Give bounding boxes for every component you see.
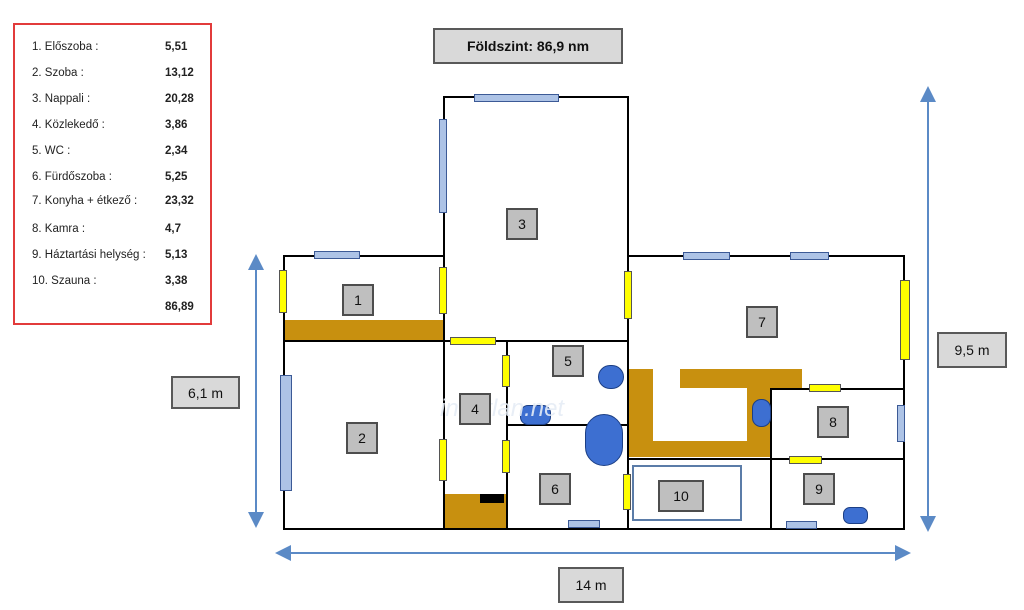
depth-right-label: 9,5 m [937,332,1007,368]
room-number-4: 4 [459,393,491,425]
legend-label: 4. Közlekedő : [32,119,105,131]
room-number-5: 5 [552,345,584,377]
kitchen-counter [629,441,770,457]
door [279,270,287,313]
legend-row: 9. Háztartási helység : 5,13 [15,249,210,267]
legend-label: 7. Konyha + étkező : [32,195,138,207]
legend-label: 6. Fürdőszoba : [32,171,112,183]
legend-row: 10. Szauna : 3,38 [15,275,210,293]
room-number-8: 8 [817,406,849,438]
room-9-walls [770,458,905,530]
legend-row: 5. WC : 2,34 [15,145,210,163]
legend-label: 2. Szoba : [32,67,84,79]
window [439,119,447,213]
door [900,280,910,360]
area-legend: 1. Előszoba : 5,51 2. Szoba : 13,12 3. N… [13,23,212,325]
legend-row: 1. Előszoba : 5,51 [15,41,210,59]
window [314,251,360,259]
legend-row: 3. Nappali : 20,28 [15,93,210,111]
legend-label: 5. WC : [32,145,71,157]
door [789,456,822,464]
legend-value: 3,86 [165,119,188,131]
door [624,271,632,319]
window [474,94,559,102]
door [439,439,447,481]
door [809,384,841,392]
legend-total: 86,89 [165,301,194,313]
window [786,521,817,529]
legend-value: 13,12 [165,67,194,79]
window [568,520,600,528]
width-label: 14 m [558,567,624,603]
legend-label: 8. Kamra : [32,223,86,235]
legend-row: 4. Közlekedő : 3,86 [15,119,210,137]
shower-fixture [585,414,623,466]
legend-value: 4,7 [165,223,181,235]
window [683,252,730,260]
legend-value: 5,51 [165,41,188,53]
window [790,252,829,260]
legend-label: 3. Nappali : [32,93,91,105]
legend-row: 6. Fürdőszoba : 5,25 [15,171,210,189]
room-number-6: 6 [539,473,571,505]
room-number-7: 7 [746,306,778,338]
door [450,337,496,345]
door [439,267,447,314]
door [502,355,510,387]
legend-value: 3,38 [165,275,188,287]
legend-row: 8. Kamra : 4,7 [15,223,210,241]
legend-label: 1. Előszoba : [32,41,99,53]
legend-label: 9. Háztartási helység : [32,249,146,261]
legend-row: 7. Konyha + étkező : 23,32 [15,195,210,213]
depth-left-label: 6,1 m [171,376,240,409]
stairs-edge [480,494,504,503]
legend-row: 2. Szoba : 13,12 [15,67,210,85]
toilet-fixture [598,365,624,389]
room-number-9: 9 [803,473,835,505]
room-number-1: 1 [342,284,374,316]
legend-value: 20,28 [165,93,194,105]
window [897,405,905,442]
kitchen-counter [680,369,802,388]
sauna-cabin [632,465,742,521]
room-number-3: 3 [506,208,538,240]
room-number-10: 10 [658,480,704,512]
washbasin-fixture [520,405,551,425]
sink-fixture [752,399,771,427]
window [280,375,292,491]
floor-title: Földszint: 86,9 nm [433,28,623,64]
door [502,440,510,473]
room-number-2: 2 [346,422,378,454]
legend-value: 5,25 [165,171,188,183]
washing-machine-fixture [843,507,868,524]
legend-label: 10. Szauna : [32,275,97,287]
legend-value: 5,13 [165,249,188,261]
wardrobe [285,320,443,340]
legend-value: 23,32 [165,195,194,207]
door [623,474,631,510]
legend-value: 2,34 [165,145,188,157]
